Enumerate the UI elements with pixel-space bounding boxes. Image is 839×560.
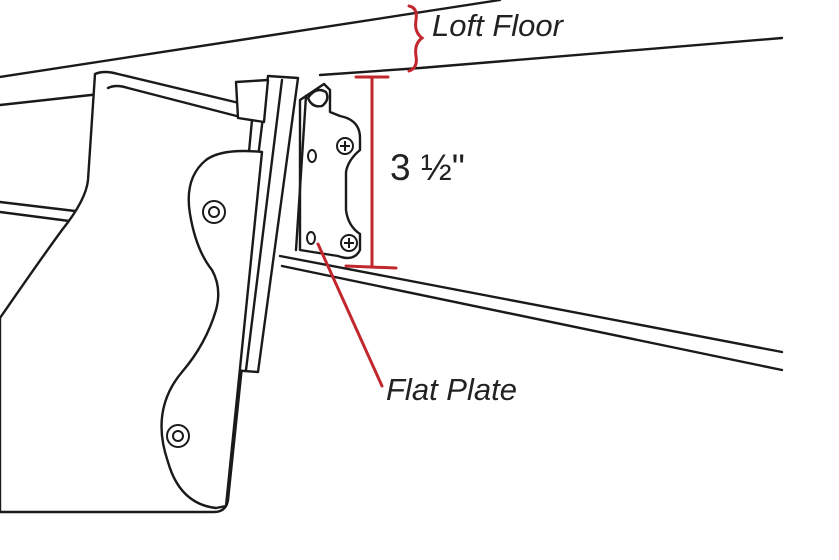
plate-tab <box>306 88 329 108</box>
bracket-top <box>234 78 270 124</box>
loft-floor-brace <box>407 4 425 73</box>
plate-hole-upper <box>307 149 317 163</box>
screw-top-slot <box>340 141 350 151</box>
flat-plate-leader <box>316 242 384 388</box>
floor-line-lower <box>280 264 784 372</box>
screw-bottom-slot <box>344 238 354 248</box>
bed-post-inner-edge <box>106 84 254 502</box>
loft-floor-bottom-edge <box>0 36 784 107</box>
bolt-upper <box>202 200 226 224</box>
mounting-bar-inner <box>244 78 284 372</box>
bolt-lower-hex <box>172 430 184 442</box>
bolt-upper-hex <box>208 206 220 218</box>
flat-plate-edge <box>294 94 308 252</box>
clamp-body <box>160 149 264 510</box>
dimension-label: 3 ½" <box>390 147 465 188</box>
floor-line-upper <box>278 254 784 354</box>
dimension-cap-bottom <box>344 264 398 270</box>
loft-floor-label: Loft Floor <box>432 8 563 43</box>
flat-plate-label: Flat Plate <box>386 372 517 407</box>
plate-hole-lower <box>306 231 316 245</box>
bolt-lower <box>166 424 190 448</box>
flat-plate <box>298 82 362 260</box>
loft-floor-top-edge <box>0 0 502 79</box>
